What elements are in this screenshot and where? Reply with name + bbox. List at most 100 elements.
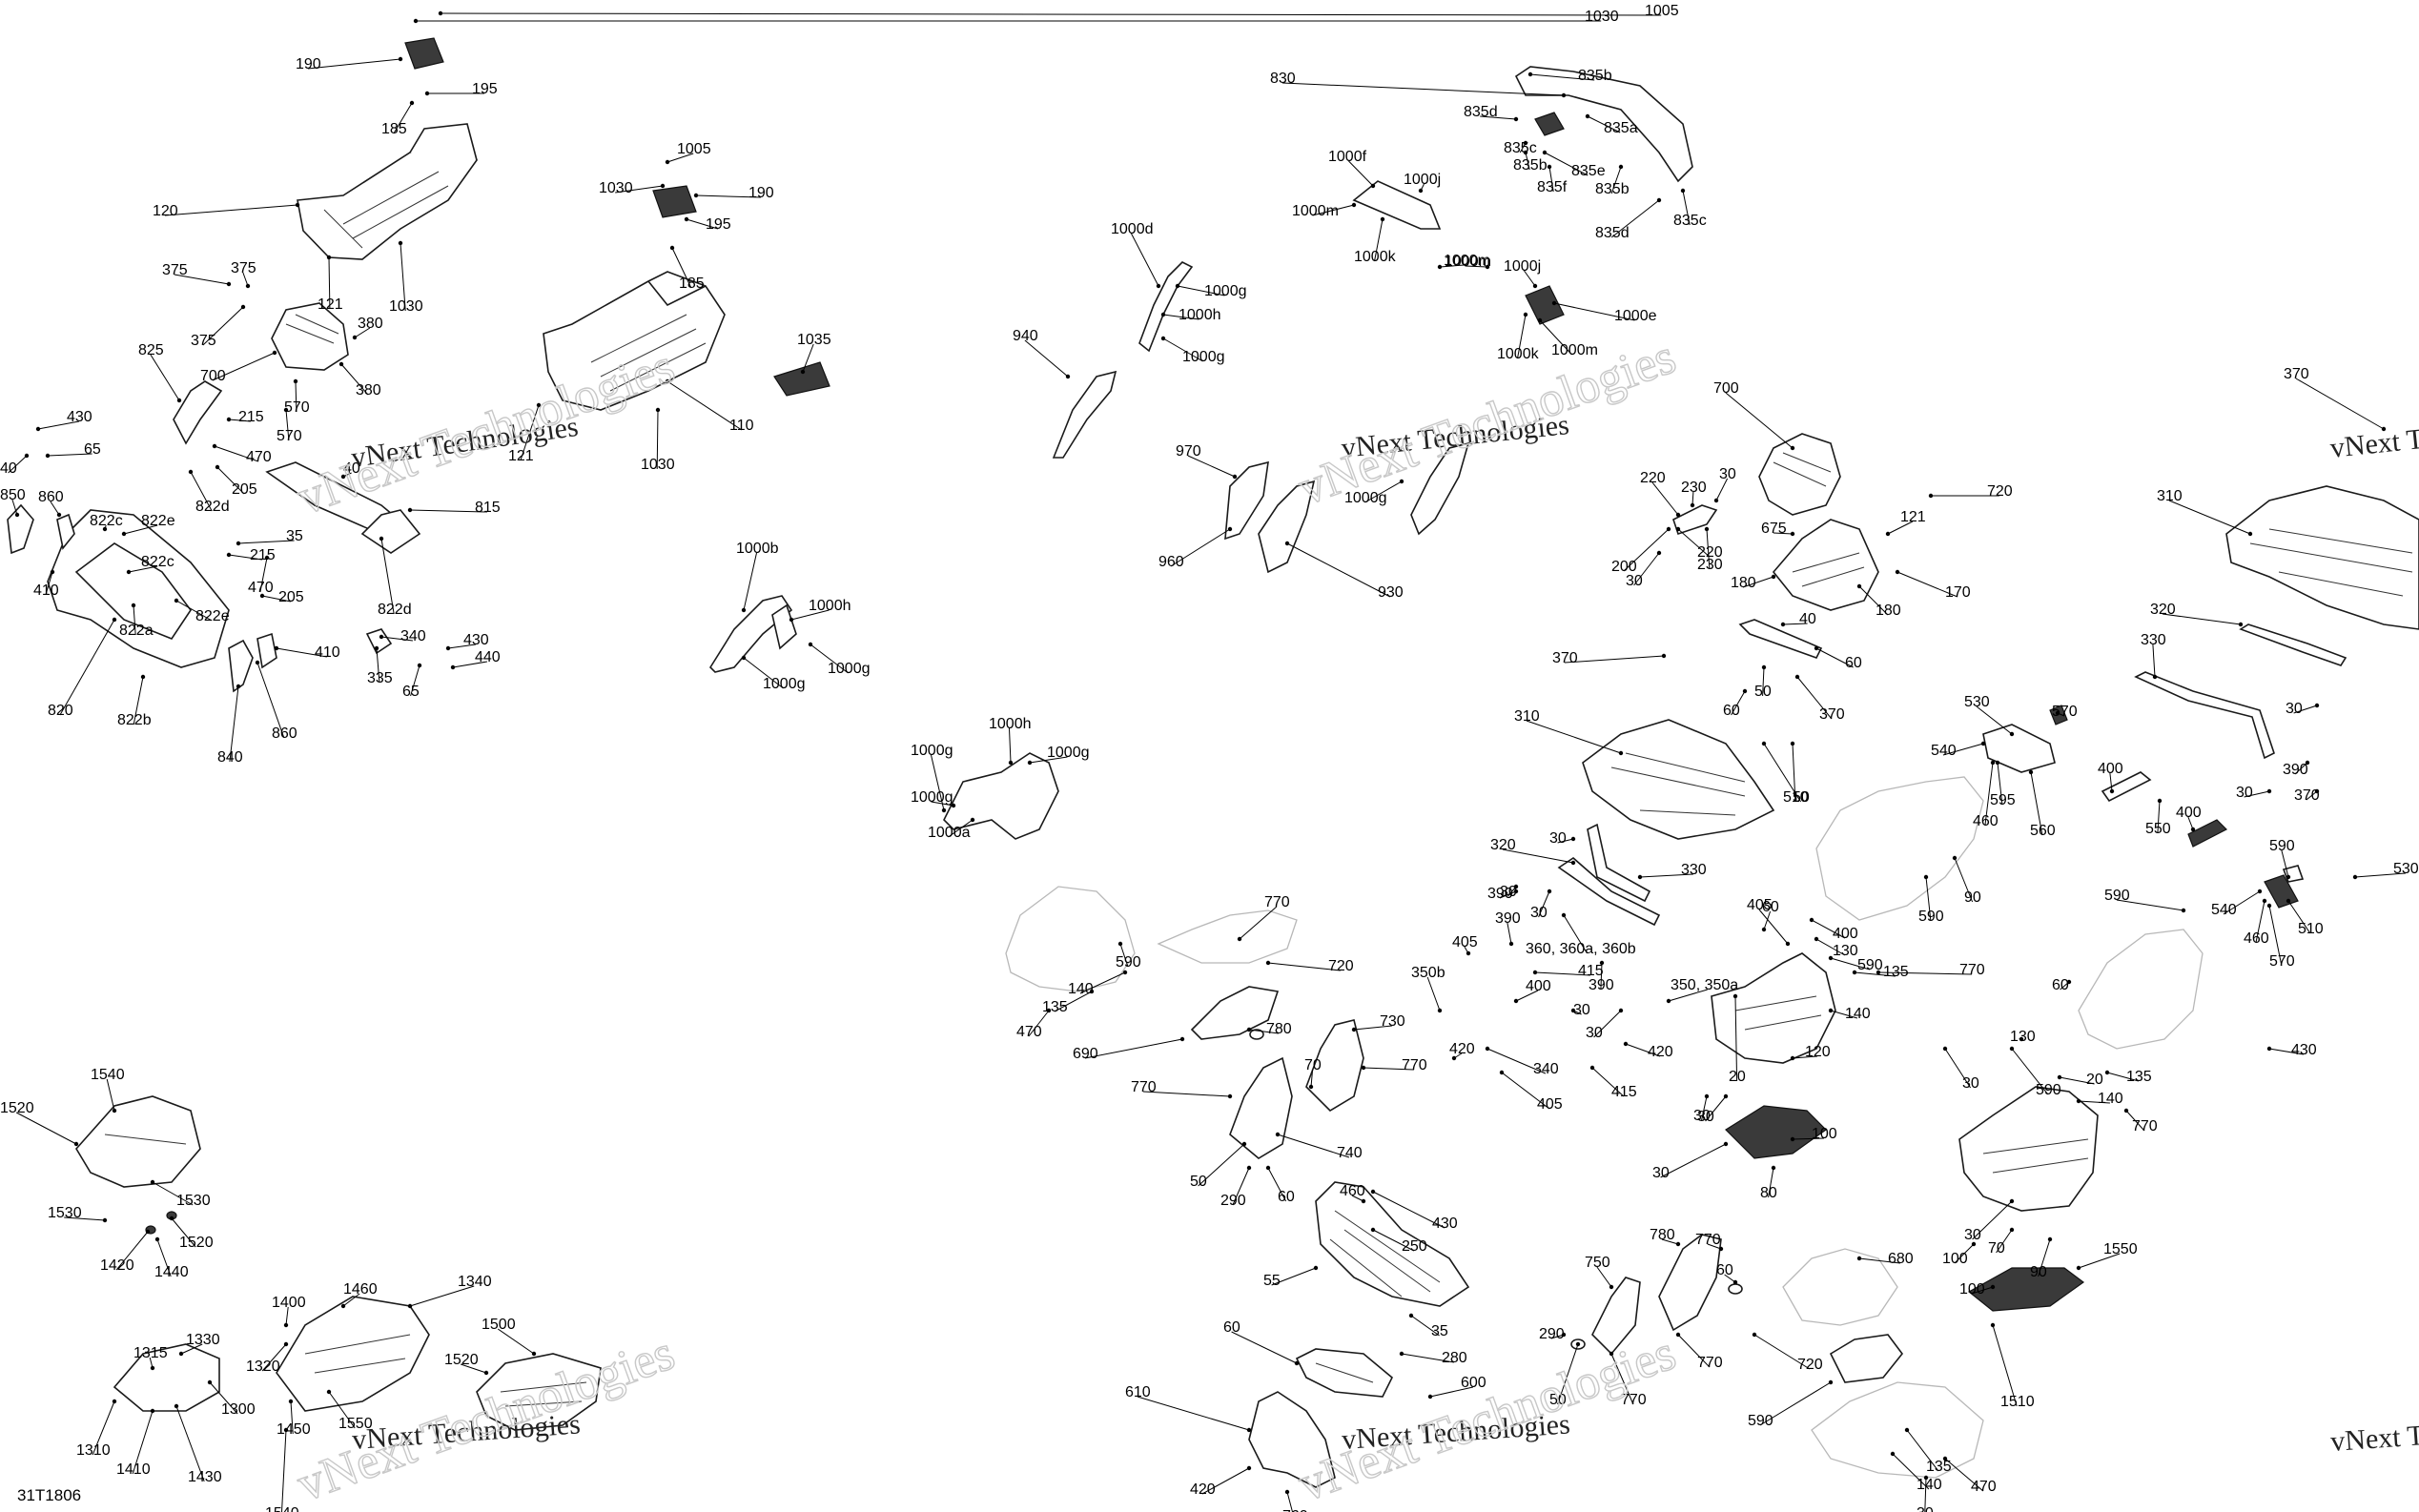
leader-endpoint xyxy=(1408,1313,1414,1318)
leader-line xyxy=(1507,922,1512,945)
leader-endpoint xyxy=(1790,741,1795,746)
part-number-label: 370 xyxy=(2294,787,2320,804)
leader-endpoint xyxy=(2286,874,2291,880)
leader-line xyxy=(295,380,297,413)
part-1000a xyxy=(943,752,1059,840)
part-number-label: 760 xyxy=(1282,1508,1308,1512)
leader-line xyxy=(307,58,401,70)
leader-endpoint xyxy=(1904,1427,1910,1433)
part-number-label: 335 xyxy=(367,670,393,686)
leader-endpoint xyxy=(1980,741,1986,746)
leader-endpoint xyxy=(340,1303,346,1309)
part-740 xyxy=(1229,1056,1293,1159)
leader-endpoint xyxy=(1599,960,1605,966)
leader-endpoint xyxy=(1513,116,1519,122)
leader-endpoint xyxy=(1175,283,1180,289)
part-shapes xyxy=(7,37,2419,1488)
leader-endpoint xyxy=(1227,526,1233,532)
part-number-label: 190 xyxy=(296,56,321,72)
part-number-label: 180 xyxy=(1876,603,1901,619)
leader-endpoint xyxy=(1308,1084,1314,1090)
leader-line xyxy=(1811,919,1846,939)
part-number-label: 1550 xyxy=(2103,1241,2138,1257)
part-number-label: 1540 xyxy=(91,1067,125,1083)
leader-endpoint xyxy=(140,674,146,680)
part-number-label: 330 xyxy=(2141,632,2166,648)
leader-line xyxy=(1815,647,1854,668)
leader-endpoint xyxy=(1246,1165,1252,1171)
leader-endpoint xyxy=(2123,1108,2129,1114)
part-70 xyxy=(1967,1267,2085,1312)
leader-endpoint xyxy=(1675,526,1681,532)
leader-endpoint xyxy=(226,281,232,287)
leader-line xyxy=(1591,1067,1625,1097)
leader-line xyxy=(1201,1467,1250,1495)
leader-line xyxy=(1267,962,1341,971)
part-number-label: 720 xyxy=(1987,483,2013,500)
leader-line xyxy=(1499,890,1517,899)
leader-line xyxy=(1162,314,1199,320)
leader-line xyxy=(1600,962,1603,991)
part-number-label: 140 xyxy=(1845,1006,1871,1022)
part-number-label: 420 xyxy=(1449,1041,1475,1057)
part-number-label: 530 xyxy=(1964,694,1990,710)
leader-line xyxy=(1660,1143,1727,1178)
part-320 xyxy=(1557,856,1661,927)
leader-endpoint xyxy=(14,512,20,518)
leader-endpoint xyxy=(112,1399,117,1404)
leader-line xyxy=(174,274,230,285)
part-number-label: 40 xyxy=(0,460,17,477)
part-number-label: 120 xyxy=(1805,1044,1831,1060)
part-number-label: 400 xyxy=(1833,926,1858,942)
leader-endpoint xyxy=(1752,1332,1757,1338)
part-number-label: 205 xyxy=(278,589,304,605)
leader-endpoint xyxy=(2257,889,2263,894)
part-1000b xyxy=(708,595,793,673)
part-number-label: 430 xyxy=(1432,1216,1458,1232)
part-number-label: 770 xyxy=(1695,1232,1721,1248)
part-number-label: 135 xyxy=(1883,964,1909,980)
part-number-label: 30 xyxy=(1917,1505,1934,1512)
leader-endpoint xyxy=(24,453,30,459)
leader-line xyxy=(259,557,268,593)
leader-line xyxy=(2244,790,2270,798)
leader-endpoint xyxy=(1008,760,1014,766)
part-number-label: 460 xyxy=(1340,1183,1365,1199)
leader-endpoint xyxy=(1370,1227,1376,1233)
leader-endpoint xyxy=(665,159,670,165)
leader-endpoint xyxy=(789,617,794,623)
leader-endpoint xyxy=(2247,531,2253,537)
part-number-label: 70 xyxy=(1304,1057,1322,1073)
leader-endpoint xyxy=(174,598,179,603)
part-310-center xyxy=(1582,719,1775,840)
part-560 xyxy=(2101,771,2152,803)
leader-line xyxy=(1351,1195,1364,1202)
leader-line xyxy=(1564,655,1665,664)
leader-line xyxy=(171,1217,196,1248)
leader-endpoint xyxy=(2266,1046,2272,1052)
part-number-label: 825 xyxy=(138,342,164,358)
part-number-label: 30 xyxy=(1652,1165,1670,1181)
part-number-label: 310 xyxy=(2157,488,2183,504)
part-number-label: 1000g xyxy=(1204,283,1247,299)
part-number-label: 100 xyxy=(1942,1251,1968,1267)
part-number-label: 280 xyxy=(1442,1350,1467,1366)
leader-endpoint xyxy=(2009,1198,2015,1204)
leader-line xyxy=(1971,1286,1994,1295)
part-number-label: 121 xyxy=(1900,509,1926,525)
part-number-label: 930 xyxy=(1378,584,1404,601)
leader-endpoint xyxy=(1761,927,1767,932)
leader-endpoint xyxy=(1523,140,1528,146)
part-number-label: 60 xyxy=(1223,1319,1240,1336)
diagram-reference-code: 31T1806 xyxy=(17,1486,81,1504)
leader-line xyxy=(666,380,743,431)
leader-endpoint xyxy=(1885,531,1891,537)
leader-line xyxy=(1954,857,1974,903)
leader-endpoint xyxy=(1046,1008,1052,1013)
leader-line xyxy=(1364,480,1403,503)
leader-endpoint xyxy=(445,645,451,651)
leader-endpoint xyxy=(1570,1008,1576,1013)
part-number-label: 110 xyxy=(729,418,754,434)
leader-endpoint xyxy=(2009,1227,2015,1233)
leader-line xyxy=(1557,1343,1579,1405)
